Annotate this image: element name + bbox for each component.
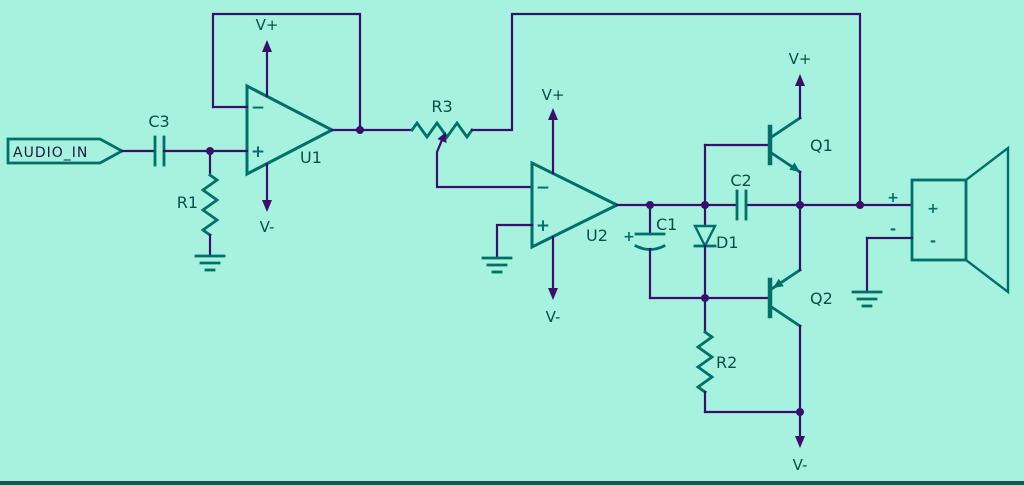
junction-dot <box>206 147 214 155</box>
audio-in-label: AUDIO_IN <box>13 145 88 161</box>
speaker-ground-icon <box>851 290 883 308</box>
up-arrow-icon <box>548 108 558 120</box>
q1-vplus-label: V+ <box>789 50 812 68</box>
capacitor-c3: C3 <box>148 112 212 167</box>
junction-dots <box>206 126 864 416</box>
u2-noninverting-sign: + <box>536 216 550 236</box>
capacitor-c2: C2 <box>730 171 752 221</box>
transistor-q1: Q1 <box>703 78 833 207</box>
diode-d1: D1 <box>693 203 739 300</box>
u2-vplus-label: V+ <box>542 86 565 104</box>
up-arrow-icon <box>262 40 272 52</box>
u1-vplus-rail: V+ <box>256 16 279 98</box>
speaker: + - + - <box>865 145 1010 295</box>
opamp-u1: − + U1 <box>208 83 336 177</box>
label-u1: U1 <box>300 148 322 167</box>
r1-ground-icon <box>194 254 226 272</box>
u2-inverting-sign: − <box>536 178 550 198</box>
u1-vminus-label: V- <box>260 218 275 236</box>
wiper-arrow-icon <box>437 132 447 143</box>
pnp-emitter-arrow-icon <box>773 278 784 288</box>
label-u2: U2 <box>586 226 608 245</box>
down-arrow-icon <box>262 200 272 212</box>
speaker-terminal-minus: - <box>890 220 896 238</box>
audio-in-flag-shape <box>6 137 125 165</box>
down-arrow-icon <box>548 288 558 300</box>
output-feedback-wire <box>470 12 862 207</box>
speaker-inner-plus: + <box>927 201 939 217</box>
label-c1: C1 <box>656 215 677 234</box>
speaker-terminal-plus: + <box>887 190 899 206</box>
label-c3: C3 <box>148 112 169 131</box>
junction-dot <box>796 408 804 416</box>
up-arrow-icon <box>795 74 805 86</box>
resistor-r2: R2 <box>695 296 802 414</box>
u1-noninverting-sign: + <box>251 142 265 162</box>
audio-in-flag: AUDIO_IN <box>6 137 157 165</box>
npn-emitter-arrow-icon <box>789 162 800 172</box>
label-d1: D1 <box>716 233 739 252</box>
u1-vminus-rail: V- <box>260 162 275 236</box>
r2-vminus-rail: V- <box>793 410 808 474</box>
label-c2: C2 <box>730 171 751 190</box>
label-r1: R1 <box>177 193 198 212</box>
c1-polarity-sign: + <box>623 229 635 245</box>
u2-vplus-rail: V+ <box>542 86 565 175</box>
junction-dot <box>701 294 709 302</box>
label-r2: R2 <box>716 353 737 372</box>
junction-dot <box>856 201 864 209</box>
label-q1: Q1 <box>810 136 833 155</box>
u1-feedback-wire <box>211 12 362 132</box>
capacitor-c1: + C1 <box>623 203 707 300</box>
potentiometer-r3: R3 <box>410 97 534 189</box>
junction-dot <box>356 126 364 134</box>
junction-dot <box>646 201 654 209</box>
u1-inverting-sign: − <box>251 98 265 118</box>
transistor-q2: Q2 <box>703 203 833 414</box>
opamp-u2: − + U2 <box>495 160 621 260</box>
u2-vminus-rail: V- <box>546 235 561 326</box>
r2-vminus-label: V- <box>793 456 808 474</box>
speaker-inner-minus: - <box>930 232 936 250</box>
junction-dot <box>796 201 804 209</box>
q1-vplus-rail: V+ <box>789 50 812 86</box>
down-arrow-icon <box>795 436 805 448</box>
u1-vplus-label: V+ <box>256 16 279 34</box>
u2-vminus-label: V- <box>546 308 561 326</box>
label-q2: Q2 <box>810 289 833 308</box>
junction-dot <box>701 201 709 209</box>
bottom-border <box>0 481 1024 485</box>
u2-ground-icon <box>481 256 513 274</box>
label-r3: R3 <box>431 97 452 116</box>
resistor-r1: R1 <box>177 149 220 258</box>
